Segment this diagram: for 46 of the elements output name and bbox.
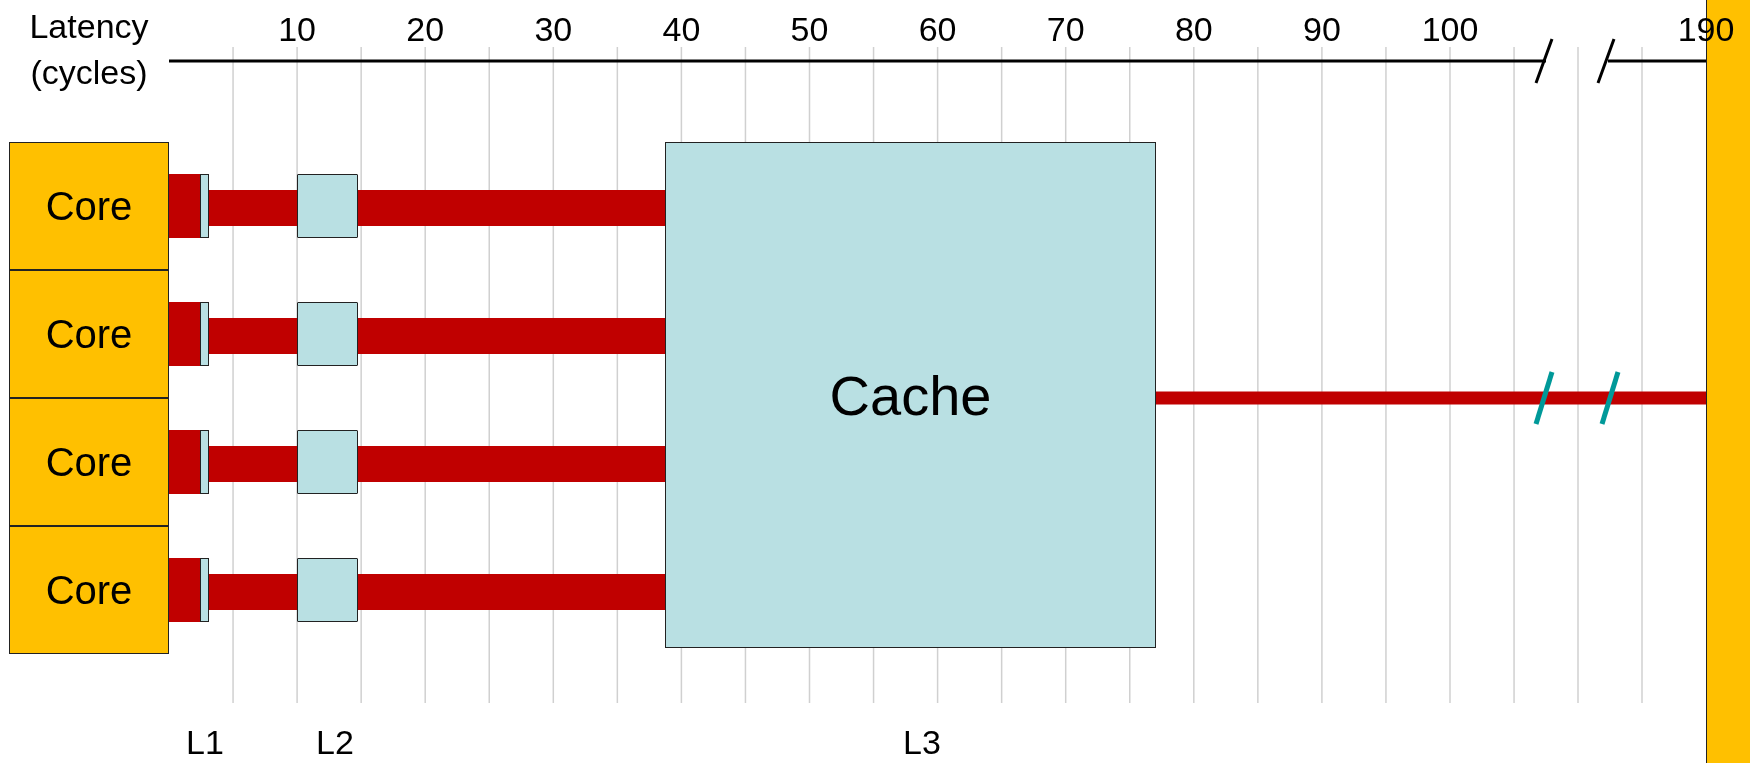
core-box: [9, 270, 169, 398]
l1-cache-bar: [200, 302, 209, 366]
tick-label: 100: [1420, 9, 1480, 50]
tick-label: 190: [1676, 9, 1736, 50]
connector-bar: [209, 190, 297, 226]
l1-cache-bar: [200, 430, 209, 494]
connector-bar: [358, 574, 665, 610]
connector-bar: [209, 318, 297, 354]
tick-label: 10: [277, 9, 317, 50]
tick-label: 80: [1173, 9, 1214, 50]
tick-label: 50: [789, 9, 830, 50]
connector-bar: [358, 190, 665, 226]
node-label: Core: [45, 311, 133, 357]
connector-bar: [169, 430, 200, 494]
axis-title: Latency (cycles): [28, 6, 150, 93]
l2-cache-box: [297, 174, 358, 238]
tick-label: 90: [1301, 9, 1342, 50]
cache-level-label: L1: [185, 722, 225, 763]
connector-bar: [169, 174, 200, 238]
connector-bar: [1156, 391, 1706, 405]
cache-level-label: L3: [902, 722, 942, 763]
cache-level-label: L2: [315, 722, 355, 763]
connector-bar: [169, 558, 200, 622]
core-box: [9, 398, 169, 526]
l1-cache-bar: [200, 174, 209, 238]
node-label: Core: [45, 183, 133, 229]
tick-label: 20: [405, 9, 446, 50]
tick-label: 70: [1045, 9, 1086, 50]
l2-cache-box: [297, 430, 358, 494]
l1-cache-bar: [200, 558, 209, 622]
node-label: Core: [45, 439, 133, 485]
core-box: [9, 142, 169, 270]
tick-label: 30: [533, 9, 574, 50]
connector-bar: [209, 574, 297, 610]
l2-cache-box: [297, 302, 358, 366]
core-box: [9, 526, 169, 654]
tick-label: 40: [661, 9, 702, 50]
node-label: Core: [45, 567, 133, 613]
connector-bar: [358, 318, 665, 354]
connector-bar: [358, 446, 665, 482]
tick-label: 60: [917, 9, 958, 50]
node-label: Cache: [829, 362, 992, 428]
connector-bar: [209, 446, 297, 482]
l2-cache-box: [297, 558, 358, 622]
connector-bar: [169, 302, 200, 366]
l3-cache-box: [665, 142, 1156, 648]
